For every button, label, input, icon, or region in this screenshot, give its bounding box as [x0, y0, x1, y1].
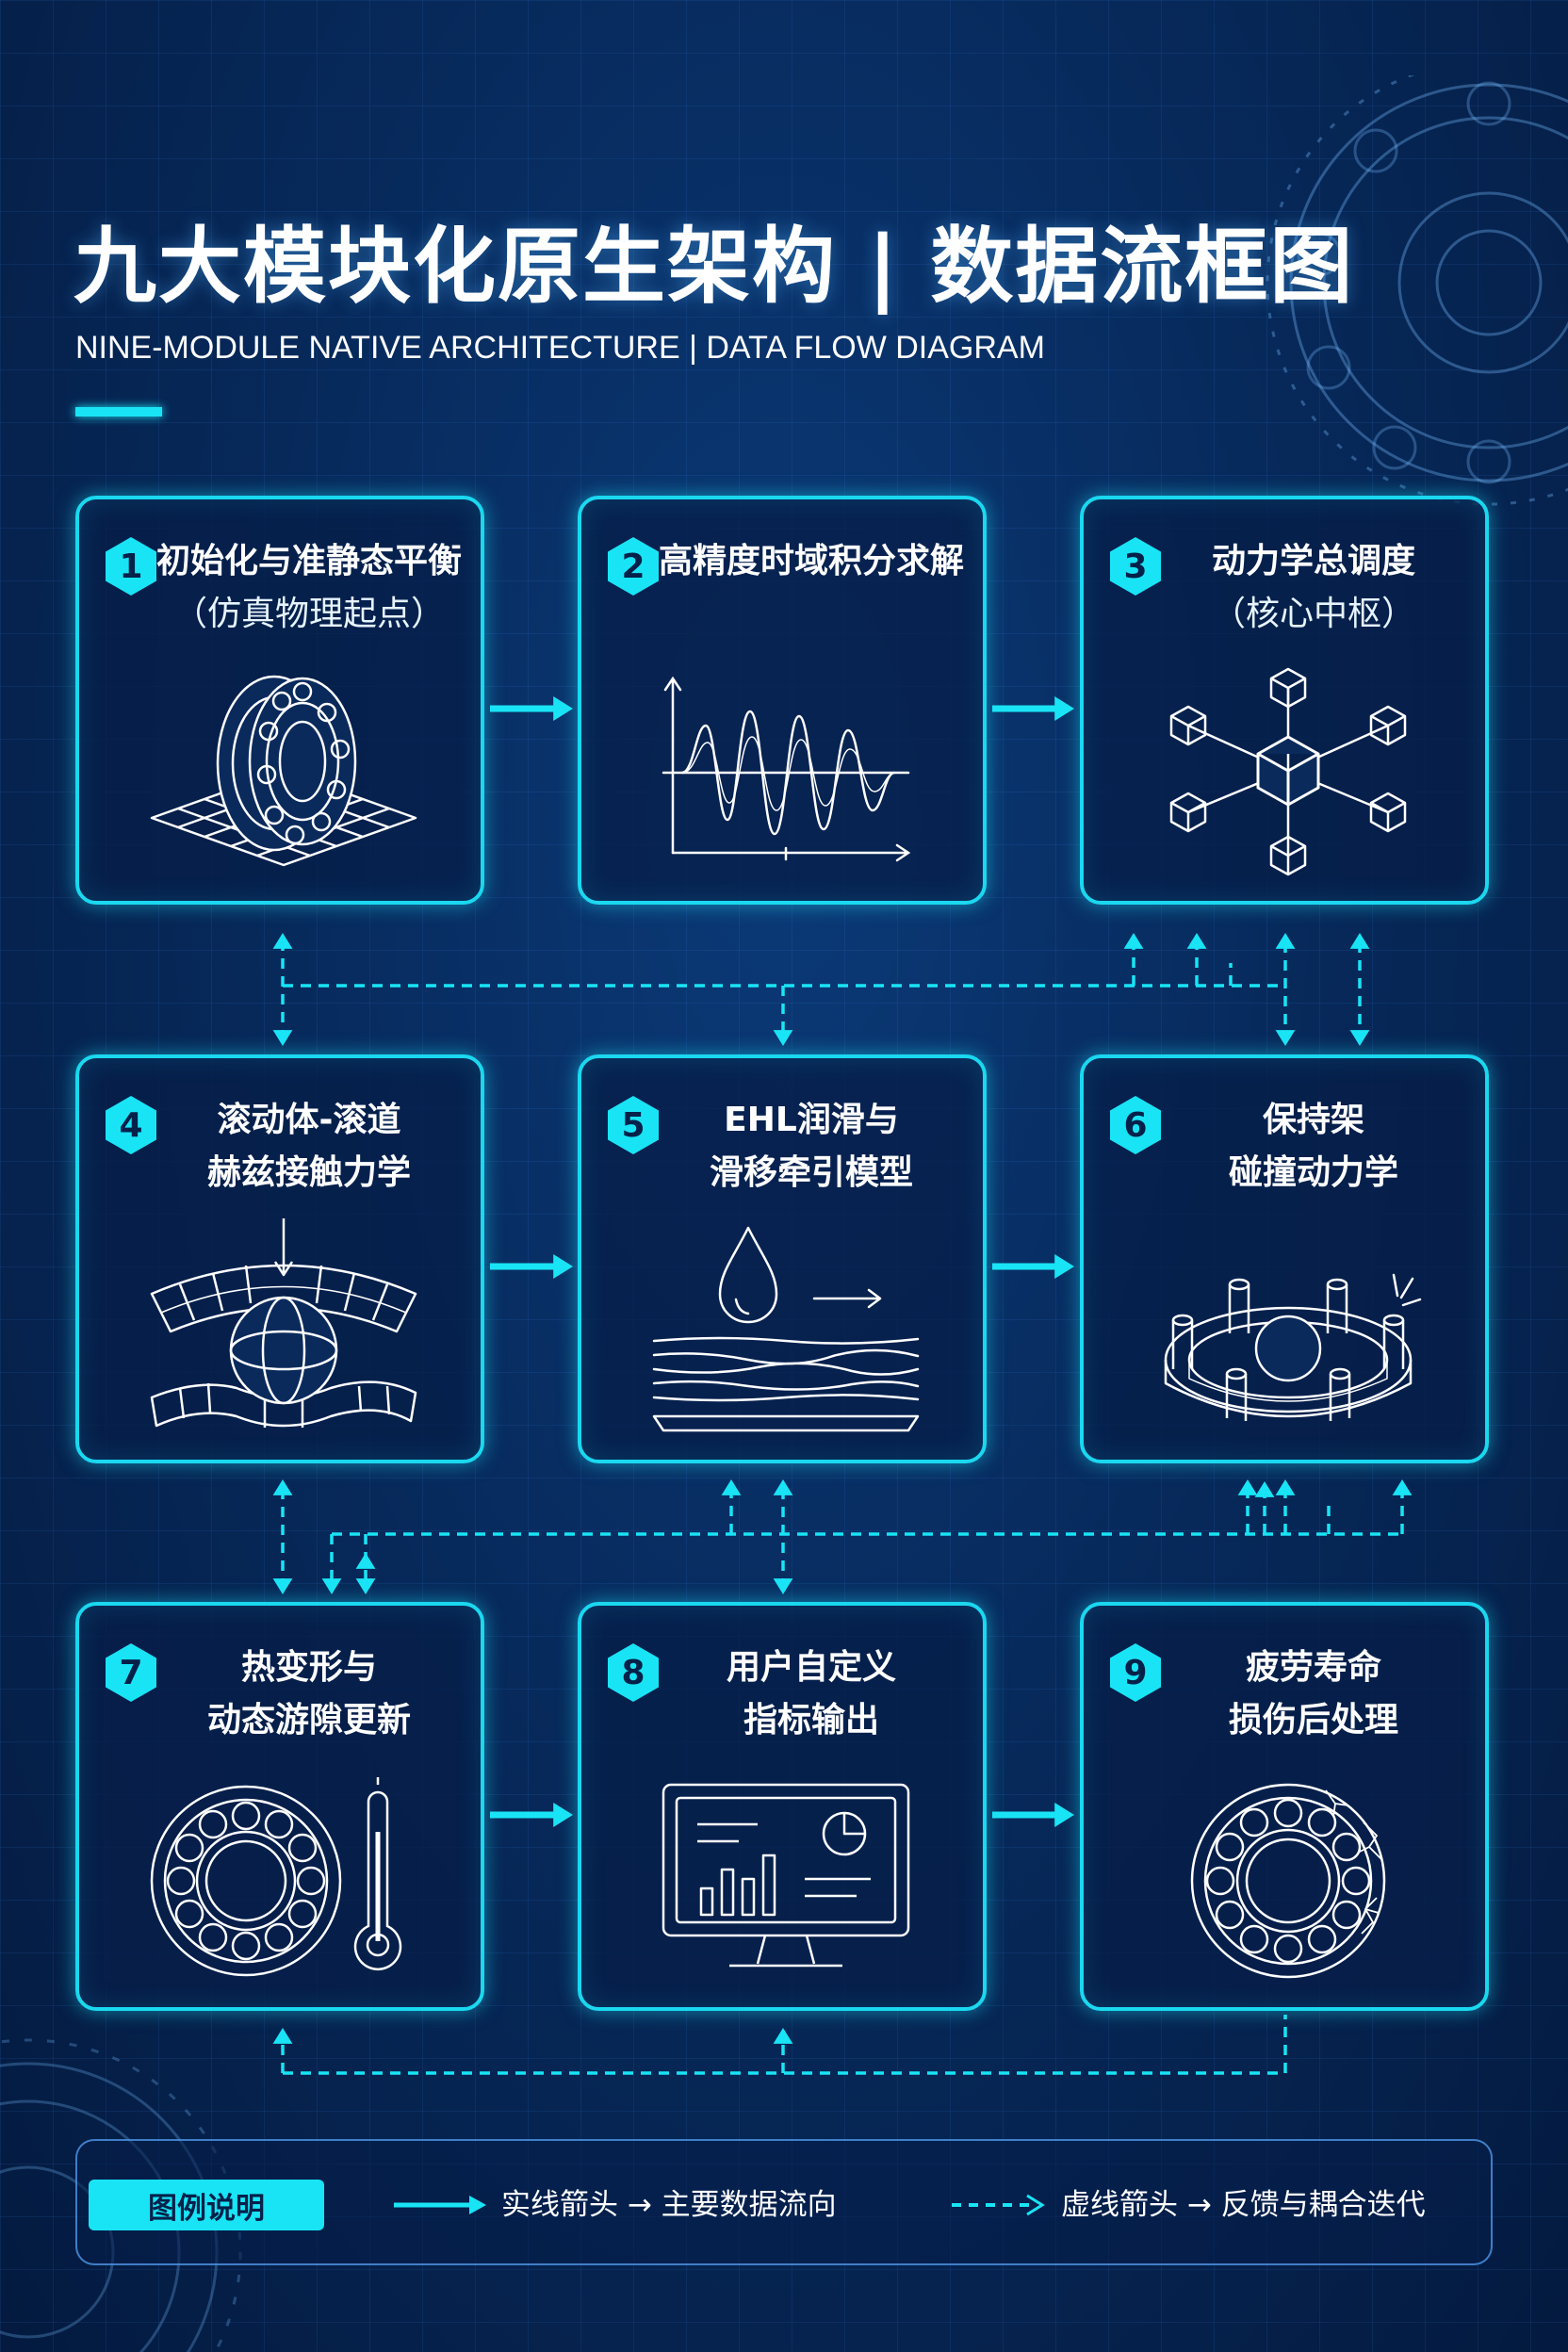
legend-dashed-label: 虚线箭头 → 反馈与耦合迭代: [1061, 2188, 1426, 2222]
solid-arrow-icon: [394, 2196, 486, 2214]
feedback-arrowhead: [773, 1578, 793, 1594]
module-2-card[interactable]: 2 高精度时域积分求解: [578, 496, 987, 905]
legend-title: 图例说明: [89, 2180, 324, 2230]
module-title: 保持架 碰撞动力学: [1228, 1101, 1398, 1192]
cube-network-icon: [1169, 667, 1407, 876]
module-4-card[interactable]: 4 滚动体-滚道 赫兹接触力学: [75, 1054, 484, 1463]
module-number-badge: 6: [1104, 1094, 1167, 1156]
module-title: 热变形与 动态游隙更新: [206, 1648, 411, 1740]
feedback-arrowhead: [1349, 1030, 1370, 1046]
cracked-bearing-icon: [1190, 1783, 1386, 1979]
feedback-arrowhead: [1349, 933, 1370, 949]
legend-solid-label: 实线箭头 → 主要数据流向: [501, 2188, 837, 2222]
module-number-badge: 4: [100, 1094, 162, 1156]
module-1-card[interactable]: 1 初始化与准静态平衡 （仿真物理起点）: [75, 496, 484, 905]
feedback-arrowhead: [272, 933, 293, 949]
feedback-arrowhead: [1392, 1479, 1413, 1495]
page-title: 九大模块化原生架构 | 数据流框图: [74, 218, 1355, 315]
module-3-card[interactable]: 3 动力学总调度 （核心中枢）: [1080, 496, 1489, 905]
feedback-arrowhead: [355, 1578, 376, 1594]
ball-contact-icon: [150, 1218, 417, 1428]
feedback-arrowhead: [773, 2028, 793, 2044]
module-5-card[interactable]: 5 EHL润滑与 滑移牵引模型: [578, 1054, 987, 1463]
module-7-card[interactable]: 7 热变形与 动态游隙更新: [75, 1602, 484, 2011]
monitor-dashboard-icon: [662, 1783, 910, 1968]
module-number-badge: 3: [1104, 535, 1167, 597]
solid-flow-arrowhead: [1054, 1803, 1074, 1827]
feedback-arrowhead: [272, 1578, 293, 1594]
module-title: 高精度时域积分求解: [658, 542, 964, 580]
module-title: 疲劳寿命 损伤后处理: [1228, 1648, 1398, 1740]
module-number-badge: 7: [100, 1642, 162, 1704]
accent-bar: [75, 407, 162, 416]
feedback-arrowhead: [1275, 1030, 1296, 1046]
module-title: 用户自定义 指标输出: [726, 1648, 896, 1740]
module-number-badge: 2: [602, 535, 664, 597]
bearing-on-grid-icon: [150, 675, 417, 867]
module-6-card[interactable]: 6 保持架 碰撞动力学: [1080, 1054, 1489, 1463]
feedback-arrowhead: [272, 1479, 293, 1495]
feedback-bus: [283, 2015, 1287, 2075]
feedback-arrowhead: [1275, 1479, 1296, 1495]
module-number-badge: 5: [602, 1094, 664, 1156]
module-title: 初始化与准静态平衡 （仿真物理起点）: [155, 542, 462, 633]
cage-collision-icon: [1164, 1273, 1422, 1421]
module-9-card[interactable]: 9 疲劳寿命 损伤后处理: [1080, 1602, 1489, 2011]
module-8-card[interactable]: 8 用户自定义 指标输出: [578, 1602, 987, 2011]
module-title: 滚动体-滚道 赫兹接触力学: [206, 1101, 411, 1192]
feedback-arrowhead: [773, 1479, 793, 1495]
feedback-arrowhead: [355, 1553, 376, 1569]
solid-flow-arrowhead: [553, 1254, 573, 1279]
solid-flow-arrowhead: [1054, 696, 1074, 721]
solid-flow-arrowhead: [1054, 1254, 1074, 1279]
waveform-graph-icon: [662, 676, 911, 862]
feedback-arrowhead: [272, 2028, 293, 2044]
feedback-arrowhead: [1237, 1479, 1258, 1495]
page-subtitle: NINE-MODULE NATIVE ARCHITECTURE | DATA F…: [75, 330, 1045, 366]
module-title: 动力学总调度 （核心中枢）: [1211, 542, 1415, 633]
feedback-arrowhead: [721, 1479, 742, 1495]
feedback-arrowhead: [1275, 933, 1296, 949]
feedback-arrowhead: [1123, 933, 1144, 949]
module-number-badge: 9: [1104, 1642, 1167, 1704]
module-number-badge: 8: [602, 1642, 664, 1704]
module-title: EHL润滑与 滑移牵引模型: [709, 1101, 913, 1192]
solid-flow-arrowhead: [553, 1803, 573, 1827]
feedback-arrowhead: [773, 1030, 793, 1046]
module-number-badge: 1: [100, 535, 162, 597]
feedback-arrowhead: [321, 1578, 342, 1594]
feedback-arrowhead: [1254, 1481, 1275, 1497]
bearing-thermometer-icon: [150, 1777, 402, 1977]
feedback-arrowhead: [272, 1030, 293, 1046]
oil-drop-film-icon: [652, 1226, 920, 1432]
solid-flow-arrowhead: [553, 696, 573, 721]
feedback-arrowhead: [1186, 933, 1207, 949]
dashed-arrow-icon: [952, 2194, 1045, 2216]
